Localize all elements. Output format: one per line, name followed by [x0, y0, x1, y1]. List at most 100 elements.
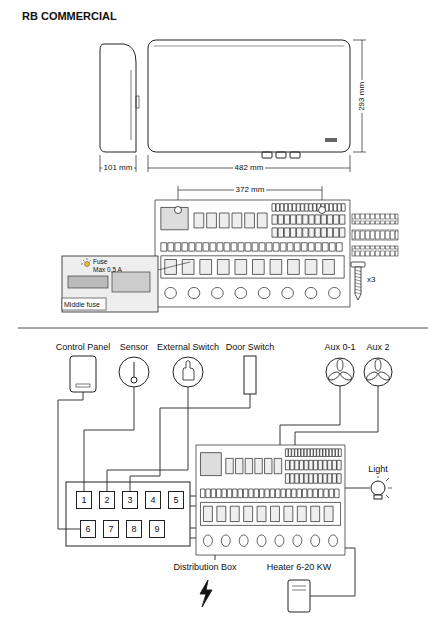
board-part: [314, 449, 317, 457]
board-hole: [165, 287, 177, 298]
board-part: [338, 204, 342, 211]
side-view: [100, 44, 136, 152]
wire: [84, 387, 134, 491]
board-part: [329, 489, 333, 498]
board-hole: [188, 287, 200, 298]
board-part: [299, 474, 303, 484]
board-part: [323, 460, 327, 470]
board-hole: [258, 287, 270, 298]
board-part: [340, 228, 345, 237]
board-part: [200, 489, 204, 498]
device-icon: [292, 586, 306, 587]
terminal-number: 5: [169, 495, 183, 506]
side-view: [131, 70, 132, 140]
board-part: [313, 489, 317, 498]
board-part: [259, 489, 263, 498]
board-part: [281, 489, 285, 498]
board-part: [302, 489, 306, 498]
board-part: [235, 458, 242, 473]
board-part: [335, 449, 338, 457]
front-view: [262, 152, 272, 158]
board-part: [323, 449, 326, 457]
board-part: [309, 460, 313, 470]
board-part: [318, 489, 322, 498]
circuit-board: [155, 200, 350, 307]
terminal: 3: [122, 491, 138, 509]
fuse-inset: [90, 260, 92, 262]
board-part: [182, 260, 194, 275]
terminal-number: 7: [104, 524, 118, 535]
board-part: [332, 449, 335, 457]
device-label: Aux 2: [363, 342, 393, 353]
board-part: [203, 506, 212, 521]
board-part: [196, 445, 345, 555]
board-part: [311, 506, 320, 521]
dimension: 482 mm: [233, 164, 266, 173]
device-label-box: Sensor: [117, 342, 151, 387]
fuse-inset: [81, 258, 91, 264]
device-icon: [326, 358, 354, 386]
board-part: [301, 449, 304, 457]
board-part: [189, 243, 195, 251]
board-part: [161, 243, 167, 251]
board-part: [337, 474, 341, 484]
board-part: [342, 204, 346, 211]
board-part: [168, 243, 174, 251]
terminal: 2: [99, 491, 115, 509]
board-part: [203, 243, 209, 251]
device-icon: [288, 580, 310, 612]
callout-text: Fuse: [93, 258, 107, 265]
board-part: [238, 489, 242, 498]
device-icon: [377, 370, 390, 381]
terminal-number: 6: [81, 524, 95, 535]
board-part: [207, 213, 217, 228]
board-part: [301, 204, 305, 211]
device-icon: [386, 495, 389, 498]
divider: [18, 328, 428, 329]
terminal-number: 9: [150, 524, 164, 535]
screw-thread: [355, 273, 361, 275]
terminal-box: [66, 482, 190, 546]
board-hole: [311, 535, 320, 546]
board-part: [327, 215, 332, 224]
board-part: [297, 228, 302, 237]
board-part: [309, 215, 314, 224]
device-icon: [327, 370, 340, 381]
board-part: [313, 204, 317, 211]
device-icon: [375, 359, 381, 371]
terminal: 9: [149, 520, 165, 538]
board-part: [278, 228, 283, 237]
board-part: [245, 213, 255, 228]
device-icon: [173, 357, 203, 387]
board-part: [308, 489, 312, 498]
screw: [351, 262, 365, 267]
board-part: [273, 243, 279, 251]
terminal: 8: [126, 520, 142, 538]
device-icon: [386, 478, 389, 481]
device-label: Distribution Box: [171, 562, 239, 573]
screw-thread: [355, 286, 361, 288]
board-part: [324, 506, 333, 521]
terminal: 7: [103, 520, 119, 538]
board-part: [284, 215, 289, 224]
board-part: [249, 489, 253, 498]
mounting-hole: [175, 207, 182, 214]
device-label-box: Aux 0-1: [322, 342, 358, 386]
board-part: [280, 204, 284, 211]
front-view: [154, 46, 344, 47]
board-part: [222, 489, 226, 498]
board-part: [333, 215, 338, 224]
board-part: [288, 204, 292, 211]
dimension-lines: [350, 155, 351, 172]
board-part: [329, 449, 332, 457]
device-icon: [131, 377, 137, 383]
fuse-inset: [158, 262, 190, 270]
board-part: [196, 243, 202, 251]
board-part: [304, 474, 308, 484]
board-part: [304, 449, 307, 457]
dimension-lines: [353, 152, 366, 153]
board-part: [303, 228, 308, 237]
board-part: [295, 460, 299, 470]
board-part: [276, 204, 280, 211]
board-part: [265, 458, 272, 473]
